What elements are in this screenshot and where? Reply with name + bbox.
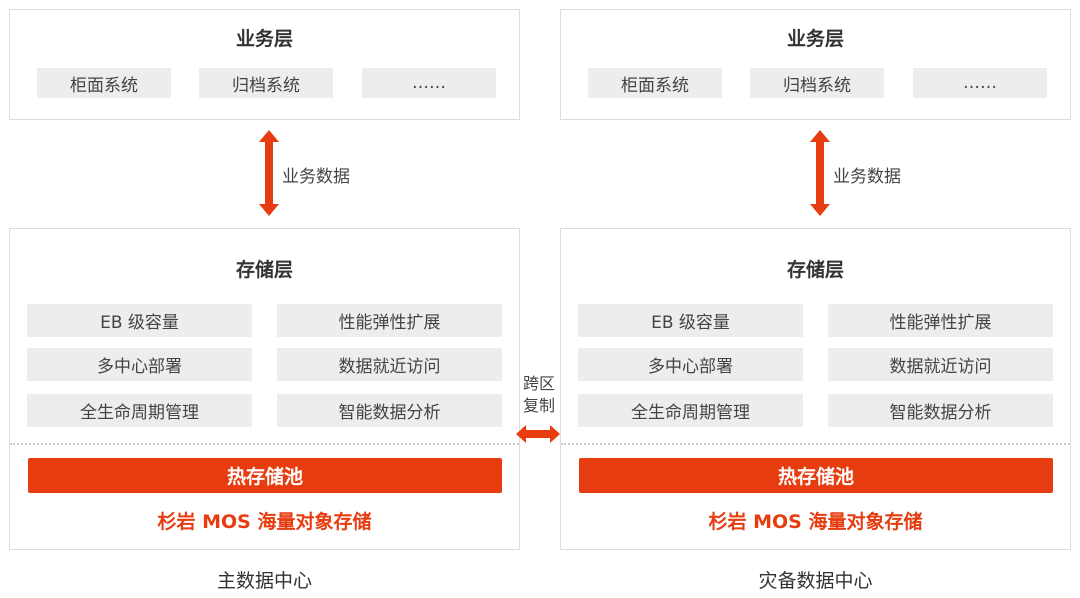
double-arrow-vertical-icon <box>259 130 279 216</box>
hot-storage-pool: 热存储池 <box>28 458 502 493</box>
product-name: 杉岩 MOS 海量对象存储 <box>708 511 923 533</box>
double-arrow-horizontal-icon <box>516 425 560 443</box>
feature-item: 全生命周期管理 <box>578 394 803 427</box>
storage-layer: 存储层 EB 级容量 性能弹性扩展 多中心部署 数据就近访问 全生命周期管理 智… <box>560 228 1071 550</box>
feature-item: 智能数据分析 <box>277 394 502 427</box>
feature-item: 性能弹性扩展 <box>277 304 502 337</box>
feature-item: 数据就近访问 <box>828 348 1053 381</box>
business-layer: 业务层 柜面系统 归档系统 …… <box>9 9 520 120</box>
business-system-item: …… <box>362 68 496 98</box>
hot-storage-pool: 热存储池 <box>579 458 1053 493</box>
double-arrow-vertical-icon <box>810 130 830 216</box>
business-system-item: 归档系统 <box>750 68 884 98</box>
storage-layer: 存储层 EB 级容量 性能弹性扩展 多中心部署 数据就近访问 全生命周期管理 智… <box>9 228 520 550</box>
dotted-divider <box>10 443 519 445</box>
datacenter-panel: 业务层 柜面系统 归档系统 …… 业务数据 存储层 EB 级容量 性能弹性扩展 … <box>560 0 1072 598</box>
business-system-item: …… <box>913 68 1047 98</box>
datacenter-name: 主数据中心 <box>216 570 312 592</box>
datacenter-panel: 业务层 柜面系统 归档系统 …… 业务数据 存储层 EB 级容量 性能弹性扩展 … <box>9 0 521 598</box>
feature-item: EB 级容量 <box>578 304 803 337</box>
feature-item: 性能弹性扩展 <box>828 304 1053 337</box>
feature-item: 多中心部署 <box>578 348 803 381</box>
product-name: 杉岩 MOS 海量对象存储 <box>157 511 372 533</box>
business-layer-title: 业务层 <box>235 28 293 50</box>
storage-layer-title: 存储层 <box>235 259 293 281</box>
feature-item: 多中心部署 <box>27 348 252 381</box>
datacenter-name: 灾备数据中心 <box>758 570 873 592</box>
replication-label-line2: 复制 <box>522 396 555 415</box>
dotted-divider <box>561 443 1070 445</box>
cross-region-replication: 跨区 复制 <box>516 373 562 445</box>
business-data-label: 业务数据 <box>282 167 350 187</box>
business-data-label: 业务数据 <box>833 167 901 187</box>
business-system-item: 归档系统 <box>199 68 333 98</box>
feature-item: EB 级容量 <box>27 304 252 337</box>
business-layer-title: 业务层 <box>786 28 844 50</box>
business-system-item: 柜面系统 <box>37 68 171 98</box>
storage-layer-title: 存储层 <box>786 259 844 281</box>
feature-item: 全生命周期管理 <box>27 394 252 427</box>
feature-item: 智能数据分析 <box>828 394 1053 427</box>
replication-label-line1: 跨区 <box>522 374 555 393</box>
feature-item: 数据就近访问 <box>277 348 502 381</box>
business-layer: 业务层 柜面系统 归档系统 …… <box>560 9 1071 120</box>
business-system-item: 柜面系统 <box>588 68 722 98</box>
